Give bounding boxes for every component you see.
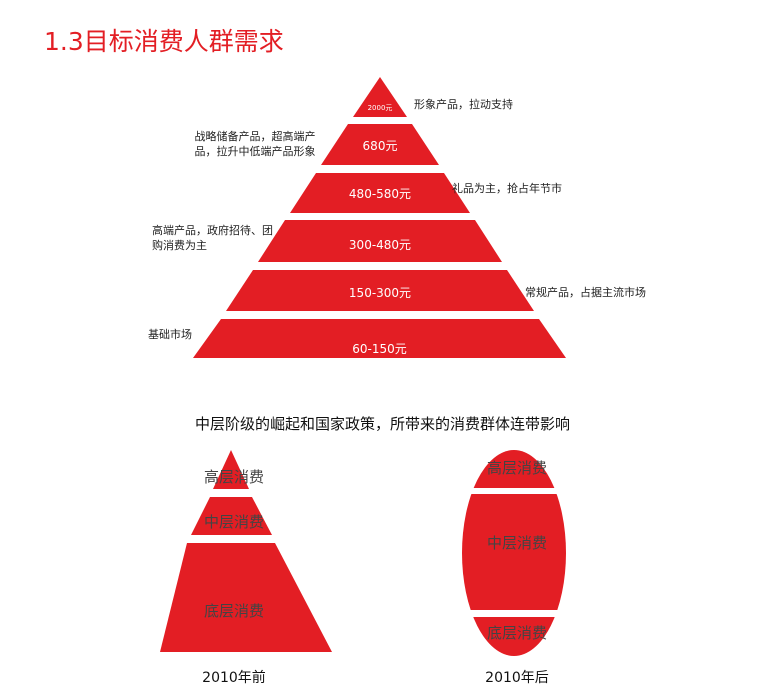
tier-price: 680元 xyxy=(362,139,398,153)
after-label: 中层消费 xyxy=(486,534,547,552)
tier-price: 150-300元 xyxy=(348,286,412,300)
tier-price: 480-580元 xyxy=(348,187,412,201)
tier-note: 战略储备产品，超高端产品，拉升中低端产品形象 xyxy=(194,130,316,158)
pyramid-tier-3 xyxy=(290,173,470,213)
before-tier-mid xyxy=(191,497,272,535)
tier-note: 形象产品，拉动支持 xyxy=(414,98,513,111)
before-label: 高层消费 xyxy=(203,468,264,486)
after-caption: 2010年后 xyxy=(485,670,549,686)
tier-note: 常规产品，占据主流市场 xyxy=(525,286,646,299)
tier-price: 300-480元 xyxy=(348,238,412,252)
pyramid-tier-5 xyxy=(226,270,534,311)
tier-price: 60-150元 xyxy=(352,342,407,356)
subtitle: 中层阶级的崛起和国家政策，所带来的消费群体连带影响 xyxy=(194,415,570,433)
tier-note: 礼品为主，抢占年节市 xyxy=(452,182,562,195)
pyramid-tier-2 xyxy=(321,124,439,165)
pyramid-tier-4 xyxy=(258,220,502,262)
before-caption: 2010年前 xyxy=(202,670,266,686)
before-tier-high xyxy=(213,450,249,489)
pyramid-tier-6 xyxy=(193,319,566,358)
pyramid-tier-1 xyxy=(353,77,407,117)
page-title: 1.3目标消费人群需求 xyxy=(44,27,284,56)
after-label: 底层消费 xyxy=(486,624,547,642)
tier-price: 2000元 xyxy=(367,104,393,112)
tier-note: 高端产品，政府招待、团购消费为主 xyxy=(152,224,273,252)
tier-note: 基础市场 xyxy=(148,328,192,341)
before-label: 中层消费 xyxy=(203,513,264,531)
before-tier-low xyxy=(160,543,332,652)
before-label: 底层消费 xyxy=(203,602,264,620)
after-label: 高层消费 xyxy=(486,459,547,477)
